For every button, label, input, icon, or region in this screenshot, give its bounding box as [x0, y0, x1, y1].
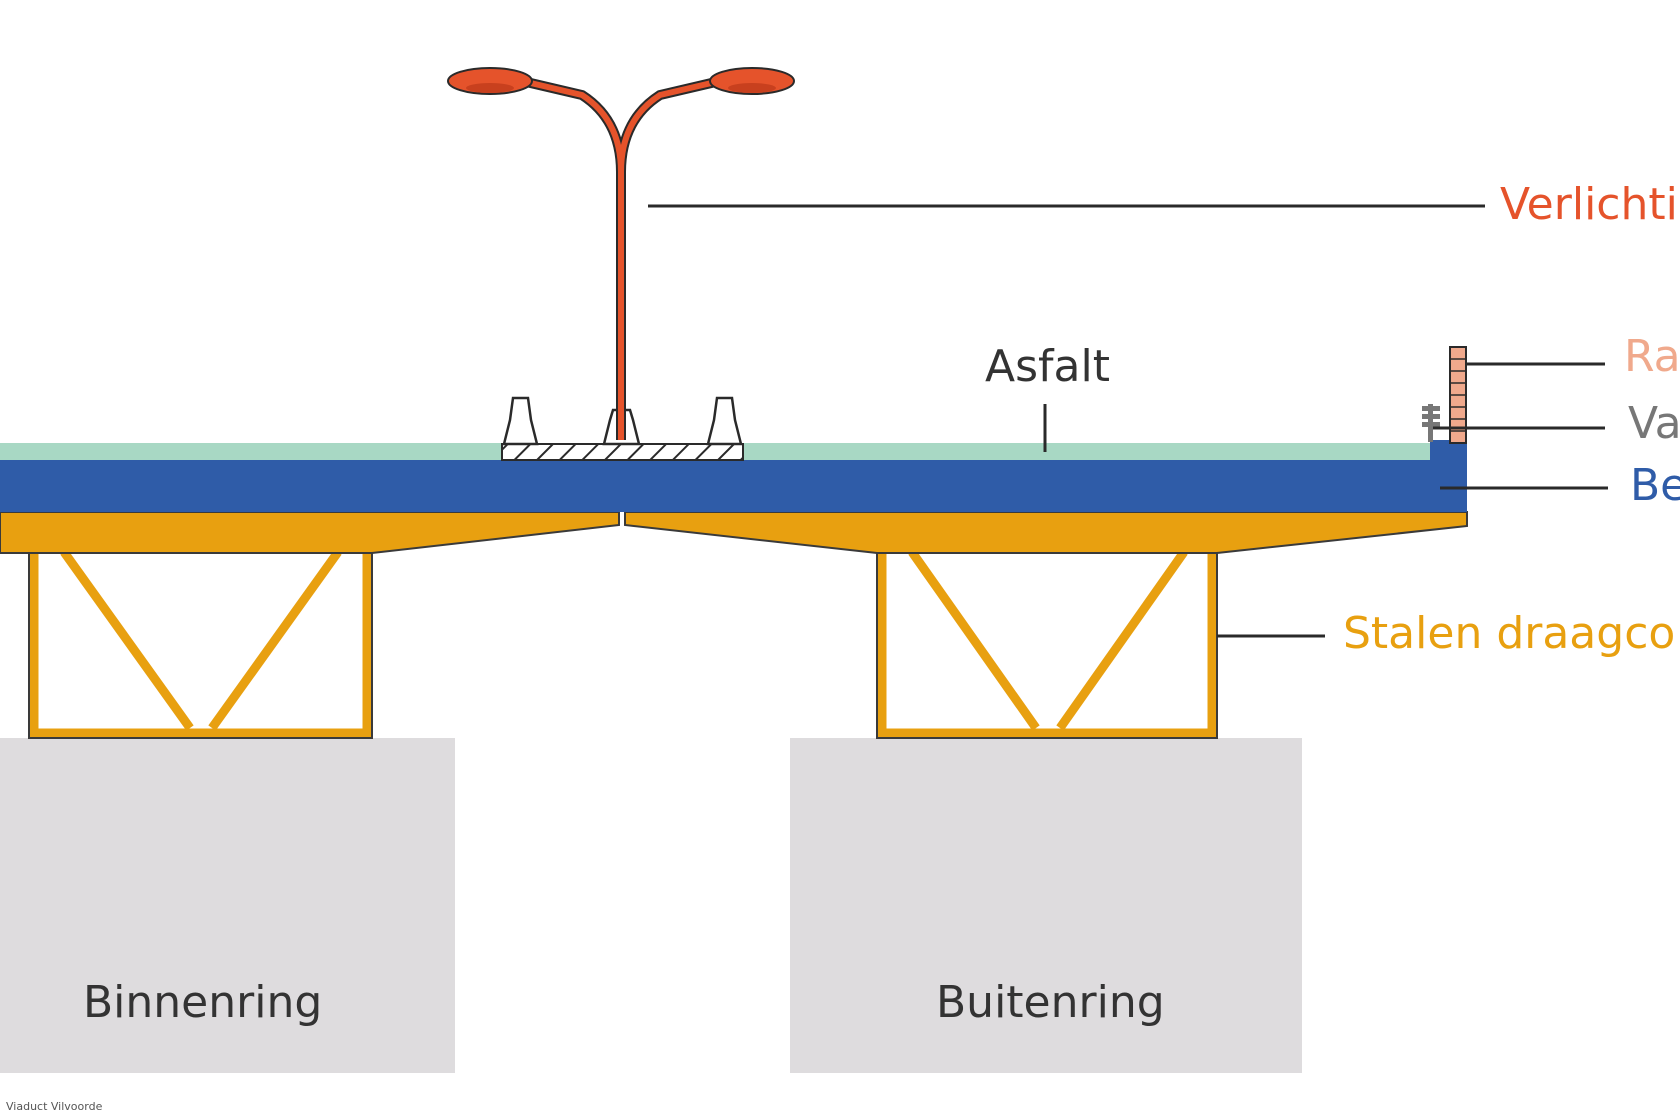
barrier-right: [706, 396, 743, 446]
label-barrier: Va: [1628, 398, 1680, 449]
label-outer-ring: Buitenring: [936, 977, 1165, 1028]
label-concrete: Be: [1630, 460, 1680, 511]
asphalt-left: [0, 443, 502, 460]
barrier-left: [502, 396, 539, 446]
lamp-post: [447, 67, 795, 440]
concrete-deck: [0, 460, 1467, 512]
steel-truss-right: [877, 544, 1217, 738]
label-steel: Stalen draagco: [1343, 608, 1675, 659]
leader-lines: [648, 204, 1608, 638]
pier-outer-ring: [790, 738, 1302, 1073]
caption: Viaduct Vilvoorde: [6, 1100, 103, 1113]
label-asphalt: Asfalt: [985, 341, 1110, 392]
railing: [1449, 346, 1467, 444]
asphalt-right: [743, 443, 1430, 460]
steel-truss-left: [29, 544, 372, 738]
guardrail: [1422, 404, 1440, 442]
label-inner-ring: Binnenring: [83, 977, 322, 1028]
pier-inner-ring: [0, 738, 455, 1073]
steel-deck-right: [624, 511, 1468, 554]
steel-deck-left: [0, 511, 620, 554]
central-reservation: [501, 443, 744, 461]
label-lighting: Verlichti: [1500, 179, 1678, 230]
label-railing: Ra: [1624, 331, 1680, 382]
